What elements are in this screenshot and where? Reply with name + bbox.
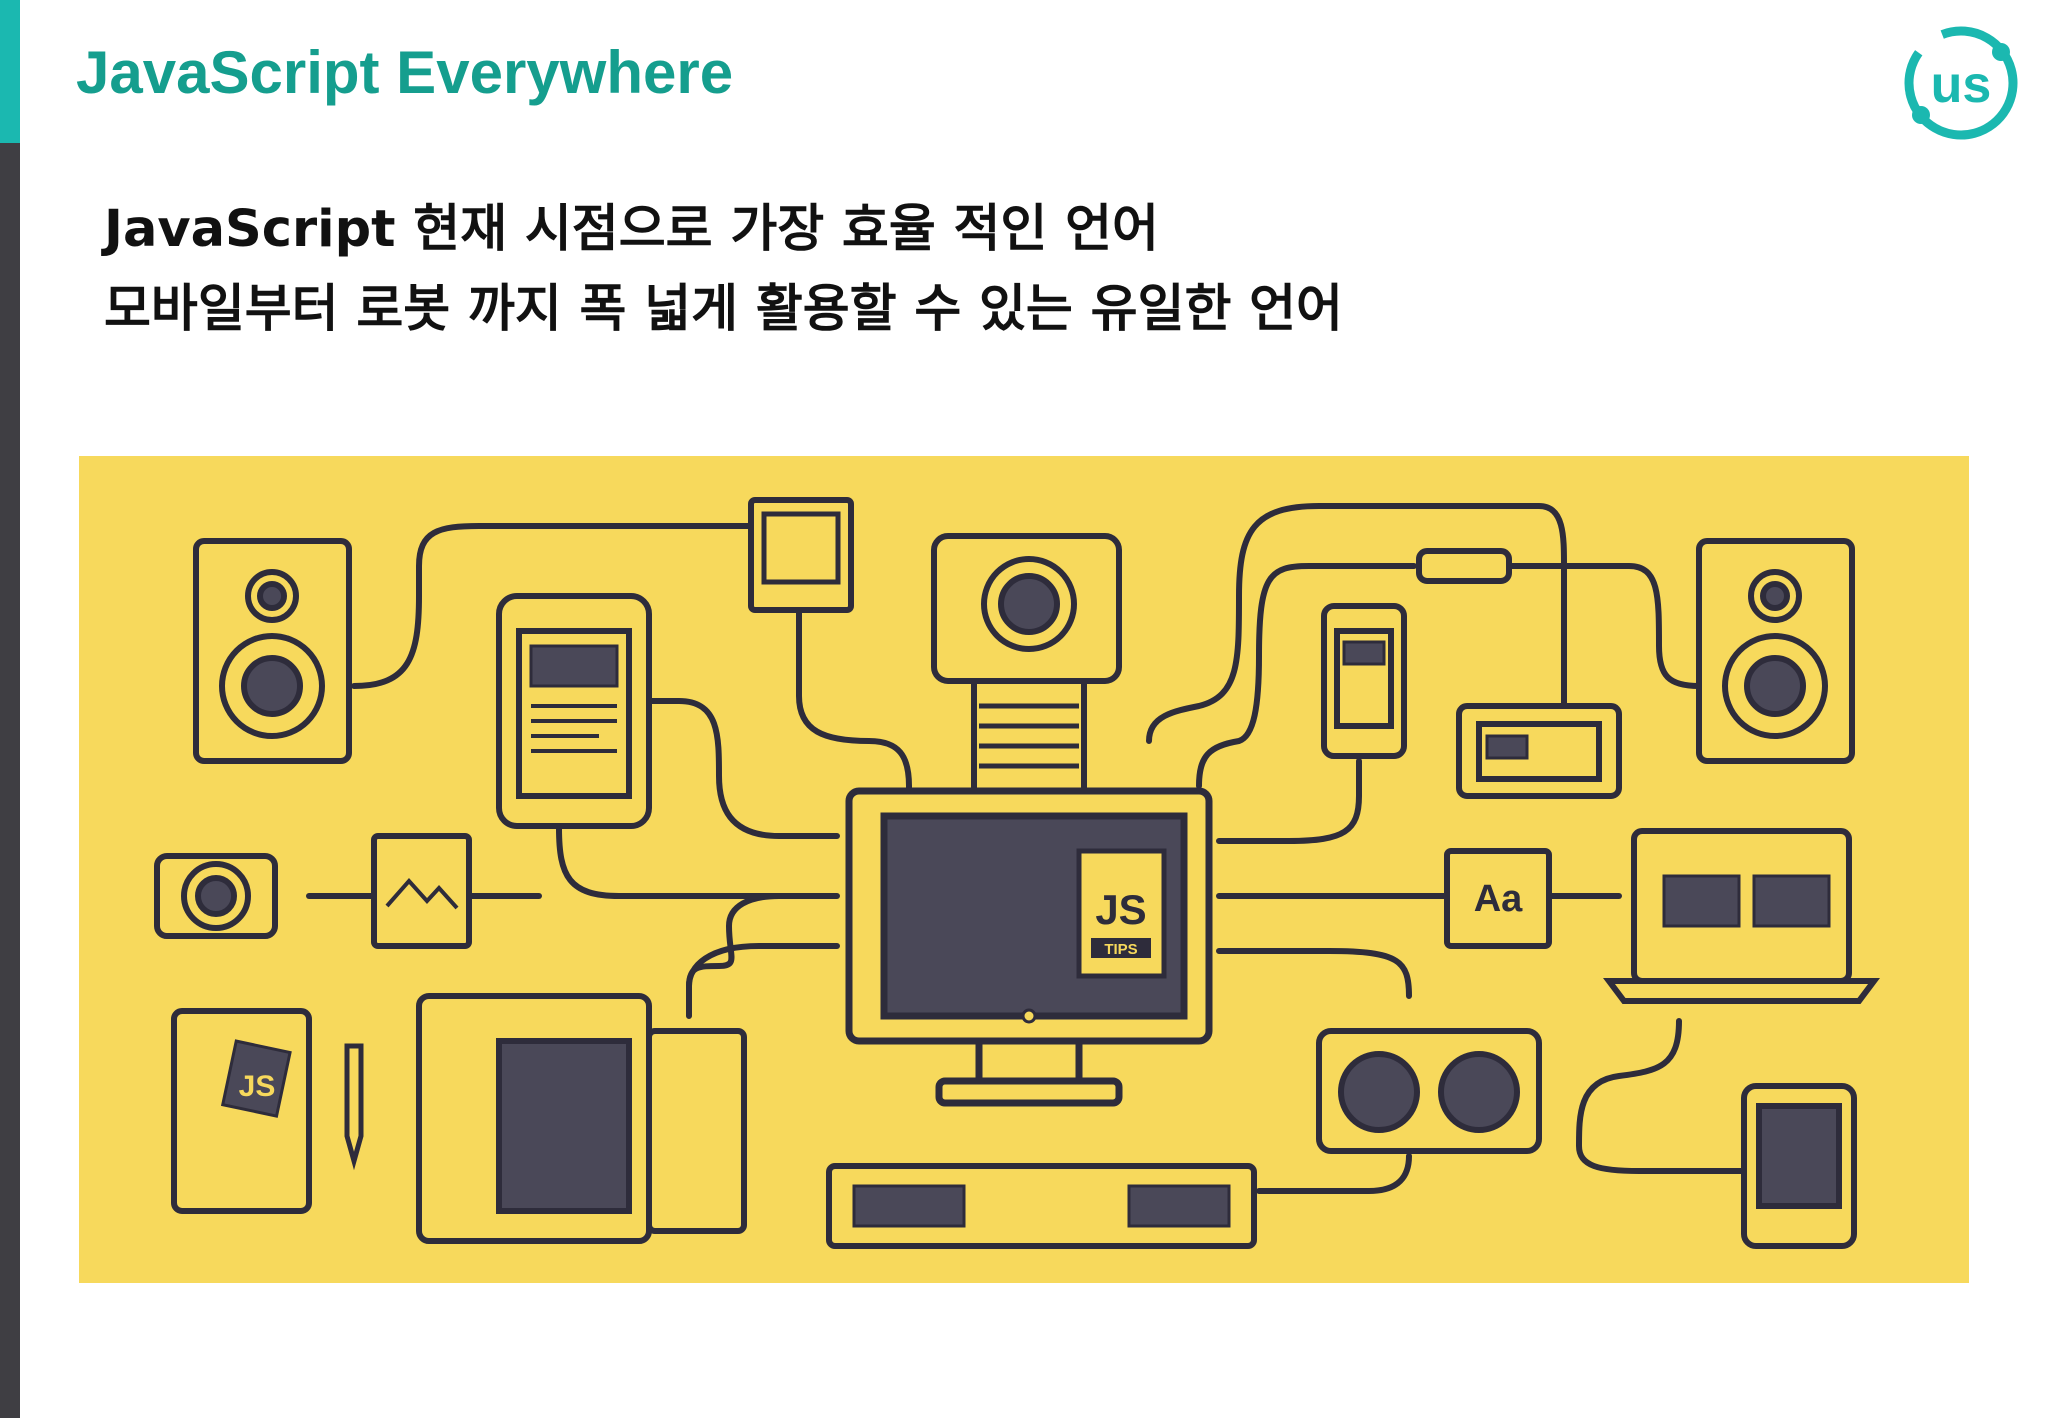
notebook-label: JS [239, 1070, 276, 1103]
bullet-lines: JavaScript 현재 시점으로 가장 효율 적인 언어 모바일부터 로봇 … [104, 190, 1343, 350]
us-logo-icon: us [1904, 26, 2018, 140]
font-tile-text: Aa [1474, 878, 1523, 920]
js-tips-text: TIPS [1104, 941, 1137, 958]
devices-illustration: JS TIPS Aa JS [79, 456, 1969, 1283]
accent-bar-dark [0, 143, 20, 1418]
slide-title: JavaScript Everywhere [76, 39, 734, 106]
logo-text: us [1931, 56, 1992, 114]
text-line-2: 모바일부터 로봇 까지 폭 넓게 활용할 수 있는 유일한 언어 [104, 280, 1343, 339]
text-line-1: JavaScript 현재 시점으로 가장 효율 적인 언어 [104, 200, 1159, 259]
accent-bar-teal [0, 0, 20, 143]
js-badge-text: JS [1095, 886, 1146, 933]
